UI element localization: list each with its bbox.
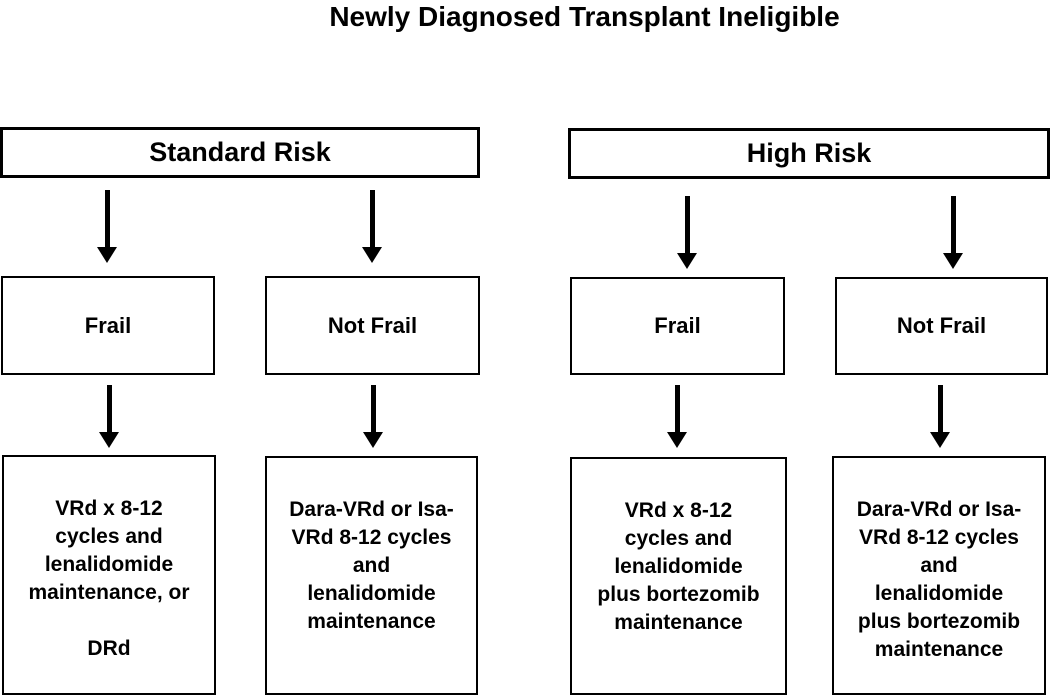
arrow-high-frail-to-treatment-icon — [667, 385, 687, 448]
arrow-head — [99, 432, 119, 448]
node-standard-risk: Standard Risk — [0, 127, 480, 178]
arrow-head — [667, 432, 687, 448]
arrow-head — [677, 253, 697, 269]
arrow-head — [363, 432, 383, 448]
node-treatment-high-frail: VRd x 8-12 cycles and lenalidomide plus … — [570, 457, 787, 695]
treatment-high-not-frail-text: Dara-VRd or Isa- VRd 8-12 cycles and len… — [856, 498, 1022, 661]
arrow-head — [930, 432, 950, 448]
node-treatment-high-not-frail: Dara-VRd or Isa- VRd 8-12 cycles and len… — [832, 456, 1046, 695]
treatment-high-frail-text: VRd x 8-12 cycles and lenalidomide plus … — [597, 499, 760, 634]
node-treatment-standard-not-frail: Dara-VRd or Isa- VRd 8-12 cycles and len… — [265, 456, 478, 695]
node-standard-not-frail: Not Frail — [265, 276, 480, 375]
arrow-standard-to-notfrail-icon — [362, 190, 382, 263]
arrow-standard-frail-to-treatment-icon — [99, 385, 119, 448]
arrow-shaft — [106, 385, 112, 432]
standard-frail-label: Frail — [84, 312, 132, 338]
arrow-shaft — [937, 385, 943, 432]
arrow-shaft — [369, 190, 375, 247]
high-not-frail-label: Not Frail — [896, 313, 987, 338]
arrow-head — [943, 253, 963, 269]
arrow-shaft — [370, 385, 376, 432]
arrow-standard-to-frail-icon — [97, 190, 117, 263]
arrow-shaft — [684, 196, 690, 253]
arrow-shaft — [674, 385, 680, 432]
arrow-shaft — [104, 190, 110, 247]
treatment-standard-frail-text: VRd x 8-12 cycles and lenalidomide maint… — [28, 497, 190, 660]
arrow-high-to-frail-icon — [677, 196, 697, 269]
arrow-high-to-notfrail-icon — [943, 196, 963, 269]
node-standard-frail: Frail — [1, 276, 215, 375]
high-frail-label: Frail — [654, 313, 701, 338]
node-high-not-frail: Not Frail — [835, 277, 1048, 375]
standard-not-frail-label: Not Frail — [327, 312, 418, 338]
page-title: Newly Diagnosed Transplant Ineligible — [329, 1, 840, 32]
node-high-risk: High Risk — [568, 128, 1050, 179]
arrow-high-notfrail-to-treatment-icon — [930, 385, 950, 448]
arrow-standard-notfrail-to-treatment-icon — [363, 385, 383, 448]
arrow-head — [97, 247, 117, 263]
node-treatment-standard-frail: VRd x 8-12 cycles and lenalidomide maint… — [2, 455, 216, 695]
node-high-frail: Frail — [570, 277, 785, 375]
treatment-standard-not-frail-text: Dara-VRd or Isa- VRd 8-12 cycles and len… — [289, 498, 454, 633]
arrow-shaft — [950, 196, 956, 253]
standard-risk-label: Standard Risk — [149, 137, 331, 167]
high-risk-label: High Risk — [746, 138, 872, 168]
arrow-head — [362, 247, 382, 263]
